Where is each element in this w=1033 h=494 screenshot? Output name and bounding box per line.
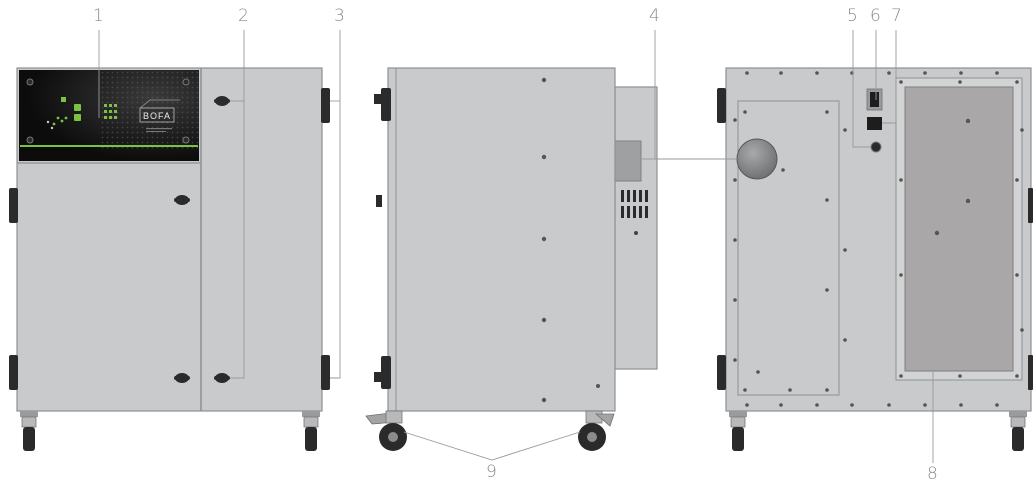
rear-view <box>717 67 1033 451</box>
control-knob <box>870 141 882 153</box>
filter-window <box>904 86 1014 372</box>
power-switch <box>870 92 879 107</box>
power-inlet <box>867 117 882 130</box>
control-panel: BOFA <box>19 70 199 161</box>
side-handle <box>9 88 330 390</box>
front-view: BOFA <box>9 67 330 451</box>
bofa-logo: BOFA <box>139 99 180 132</box>
door-latch <box>174 96 230 383</box>
callout-1: 1 <box>93 6 104 26</box>
vent-grille <box>621 190 648 218</box>
hinge <box>374 88 391 389</box>
logo-text: BOFA <box>143 111 171 121</box>
callout-2: 2 <box>238 6 249 26</box>
castor <box>365 410 615 451</box>
castor <box>729 411 1027 451</box>
callout-9: 9 <box>486 462 497 482</box>
callout-7: 7 <box>891 6 902 26</box>
leader-lines <box>98 30 934 463</box>
callout-6: 6 <box>870 6 881 26</box>
callout-8: 8 <box>927 464 938 484</box>
side-handle <box>717 88 1033 390</box>
exhaust-outlet <box>736 138 778 180</box>
callout-3: 3 <box>334 6 345 26</box>
side-view <box>365 67 658 451</box>
castor <box>20 411 320 451</box>
callout-4: 4 <box>649 6 660 26</box>
callout-5: 5 <box>847 6 858 26</box>
